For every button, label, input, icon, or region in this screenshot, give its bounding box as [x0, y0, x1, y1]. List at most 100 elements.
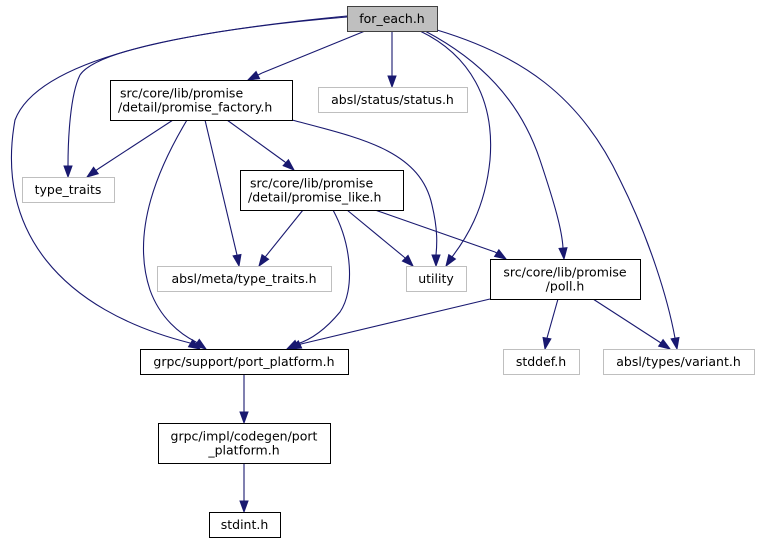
edge-poll-to-port_platform: [288, 298, 491, 350]
node-box: [347, 6, 438, 32]
node-box: [490, 259, 641, 300]
edge-line: [10, 15, 348, 344]
arrowhead-icon: [258, 253, 270, 268]
edge-line: [261, 30, 366, 74]
edge-for_each-to-variant: [436, 29, 680, 351]
node-label: src/core/lib/promise: [503, 265, 626, 280]
edge-promise_factory-to-meta_type_traits: [204, 119, 242, 268]
arrowhead-icon: [282, 158, 296, 171]
edge-line-tail: [257, 72, 263, 76]
arrowhead-icon: [239, 411, 249, 425]
node-label: absl/types/variant.h: [616, 354, 741, 369]
node-box: [157, 266, 332, 292]
edge-promise_like-to-utility: [346, 209, 415, 268]
arrowhead-icon: [239, 500, 249, 514]
node-label: type_traits: [35, 182, 102, 197]
node-label: absl/meta/type_traits.h: [171, 271, 316, 286]
node-poll[interactable]: src/core/lib/promise/poll.h: [490, 259, 641, 300]
node-label: src/core/lib/promise: [250, 176, 373, 191]
arrowhead-icon: [63, 165, 73, 179]
node-promise-factory[interactable]: src/core/lib/promise/detail/promise_fact…: [110, 80, 293, 121]
node-box: [240, 170, 404, 211]
node-box: [110, 80, 293, 121]
arrowhead-icon: [85, 166, 100, 178]
node-box: [503, 349, 580, 375]
node-label: /detail/promise_factory.h: [118, 100, 272, 115]
node-variant: absl/types/variant.h: [603, 349, 755, 375]
edge-line: [374, 209, 496, 253]
node-box: [406, 266, 467, 292]
arrowhead-icon: [493, 248, 508, 260]
edge-promise_factory-to-utility: [291, 119, 441, 268]
edge-line: [142, 119, 197, 343]
edge-promise_factory-to-port_platform: [142, 119, 208, 350]
edge-port_platform-to-codegen_port_platform: [239, 374, 249, 425]
arrowhead-icon: [401, 254, 415, 268]
arrowhead-icon: [670, 336, 680, 351]
node-label: /detail/promise_like.h: [248, 190, 381, 205]
arrowhead-icon: [558, 247, 568, 261]
node-type-traits: type_traits: [22, 177, 115, 203]
node-box: [318, 87, 468, 113]
edge-promise_like-to-poll: [374, 209, 508, 260]
node-label: /poll.h: [546, 279, 585, 294]
arrowhead-icon: [387, 75, 397, 89]
edge-poll-to-stddef: [542, 298, 559, 351]
arrowhead-icon: [431, 254, 441, 268]
edge-line: [592, 298, 662, 344]
edge-poll-to-variant: [592, 298, 672, 350]
node-codegen-port-platform[interactable]: grpc/impl/codegen/port_platform.h: [158, 423, 331, 464]
node-label: stdint.h: [221, 517, 269, 532]
arrowhead-icon: [193, 338, 208, 350]
edge-for_each-to-utility: [419, 30, 492, 268]
node-utility: utility: [406, 266, 467, 292]
edge-for_each-to-status: [387, 31, 397, 89]
edge-line: [419, 30, 492, 258]
edge-line: [226, 119, 286, 163]
arrowhead-icon: [232, 253, 242, 268]
arrowhead-icon: [657, 338, 672, 350]
node-label: grpc/impl/codegen/port: [171, 429, 318, 444]
node-box: [158, 423, 331, 464]
edge-line: [291, 119, 438, 256]
arrowhead-icon: [542, 336, 552, 351]
edge-for_each-to-poll: [424, 30, 568, 261]
edge-line: [97, 119, 174, 170]
edge-line: [265, 209, 304, 257]
arrowhead-icon: [288, 339, 303, 350]
edge-line: [296, 209, 351, 345]
edge-for_each-to-promise_factory: [246, 30, 366, 81]
node-label: absl/status/status.h: [331, 92, 454, 107]
node-box: [140, 349, 349, 375]
node-port-platform[interactable]: grpc/support/port_platform.h: [140, 349, 349, 375]
edge-line: [346, 209, 405, 258]
edge-line: [546, 298, 559, 339]
node-box: [22, 177, 115, 203]
node-label: stddef.h: [516, 354, 566, 369]
edge-promise_like-to-meta_type_traits: [258, 209, 304, 268]
arrowhead-icon: [246, 70, 261, 81]
edge-codegen_port_platform-to-stdint: [239, 463, 249, 514]
nodes-layer: for_each.h src/core/lib/promise/detail/pr…: [22, 6, 755, 538]
node-label: utility: [418, 271, 454, 286]
node-status: absl/status/status.h: [318, 87, 468, 113]
node-promise-like[interactable]: src/core/lib/promise/detail/promise_like…: [240, 170, 404, 211]
arrowhead-icon: [445, 253, 457, 268]
edge-promise_factory-to-type_traits: [85, 119, 174, 178]
node-box: [209, 512, 281, 538]
edge-line: [204, 119, 238, 256]
node-stddef: stddef.h: [503, 349, 580, 375]
node-for-each: for_each.h: [347, 6, 438, 32]
edge-line: [300, 298, 491, 345]
node-box: [603, 349, 755, 375]
node-label: _platform.h: [207, 443, 279, 458]
node-label: for_each.h: [359, 11, 424, 26]
edges-layer: [10, 15, 680, 514]
edge-line: [424, 30, 564, 249]
node-label: grpc/support/port_platform.h: [153, 354, 334, 369]
node-meta-type-traits: absl/meta/type_traits.h: [157, 266, 332, 292]
edge-line: [436, 29, 676, 339]
node-label: src/core/lib/promise: [120, 86, 243, 101]
node-stdint[interactable]: stdint.h: [209, 512, 281, 538]
